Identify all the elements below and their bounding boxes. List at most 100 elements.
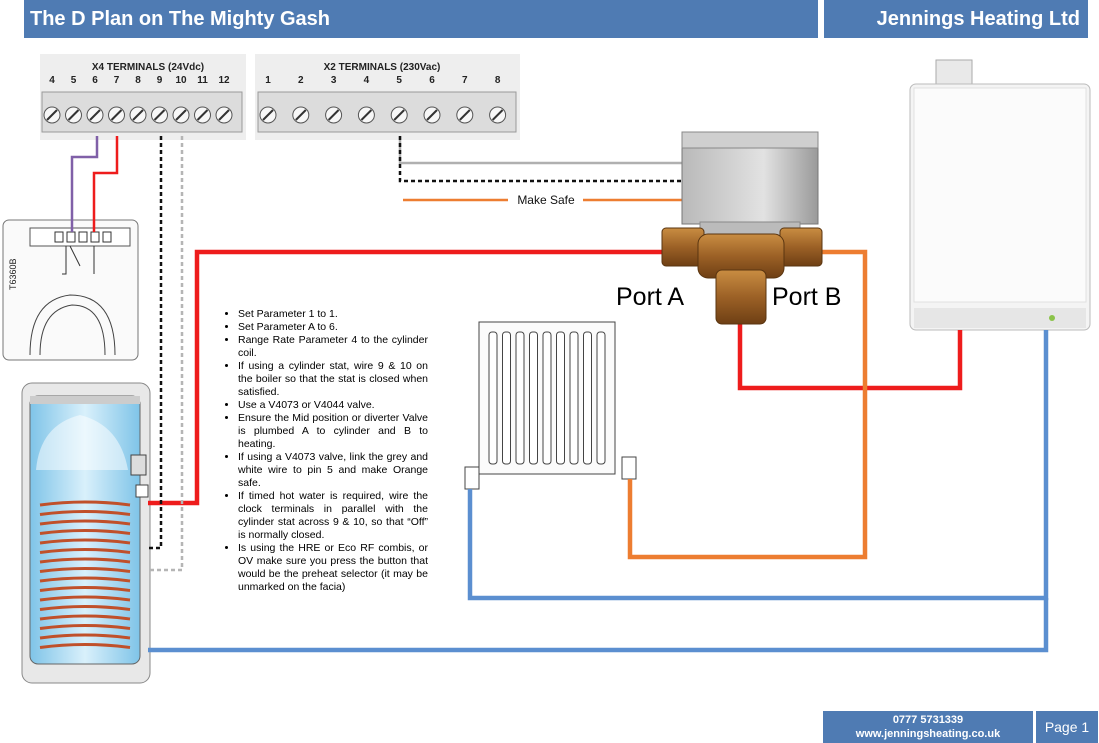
pipework (148, 249, 1049, 653)
coil-turn (39, 557, 131, 564)
note-item: Use a V4073 or V4044 valve. (238, 399, 428, 412)
coil-turn (39, 643, 131, 649)
radiator-fin (515, 331, 525, 465)
port-a-label: Port A (616, 283, 684, 311)
wiring (70, 136, 690, 572)
radiator (464, 321, 637, 490)
notes-list: Set Parameter 1 to 1.Set Parameter A to … (216, 308, 428, 594)
radiator-fin (529, 331, 538, 465)
radiator-fin (542, 331, 552, 465)
terminal-number: 8 (495, 75, 501, 86)
stat-model-label: T6360B (8, 258, 18, 290)
terminal-number: 7 (114, 75, 120, 86)
x4-terminal-block: X4 TERMINALS (24Vdc) 4 5 6 7 8 9 10 11 12 (40, 54, 246, 140)
red-stat-wire (92, 136, 119, 232)
radiator-fin (502, 331, 511, 465)
coil-turn (39, 614, 131, 621)
terminal-number: 2 (298, 75, 304, 86)
terminal-number: 1 (265, 75, 271, 86)
x4-terminal-screws (43, 106, 233, 124)
black-dashed-stat-wire (148, 136, 163, 550)
coil-turn (39, 567, 131, 573)
radiator-fin (583, 331, 592, 465)
terminal-number: 10 (175, 75, 187, 86)
terminal-number: 4 (49, 75, 55, 86)
coil-turn (39, 529, 131, 535)
note-item: Range Rate Parameter 4 to the cylinder c… (238, 334, 428, 360)
terminal-screw (292, 106, 310, 124)
x2-terminal-title: X2 TERMINALS (230Vac) (324, 62, 441, 73)
radiator-fin (596, 331, 606, 465)
terminal-screw (357, 106, 375, 124)
terminal-screw (172, 106, 190, 124)
hot-water-cylinder (21, 382, 151, 684)
coil-turn (39, 605, 131, 611)
x2-terminal-screws (259, 106, 507, 124)
grey-valve-wire (398, 136, 690, 165)
purple-stat-wire (70, 136, 99, 232)
coil-turn (39, 500, 131, 507)
terminal-number: 9 (157, 75, 163, 86)
terminal-screw (259, 106, 277, 124)
coil-turn (39, 576, 131, 583)
make-safe-label: Make Safe (517, 193, 575, 207)
terminal-screw (43, 106, 61, 124)
terminal-number: 5 (71, 75, 77, 86)
coil-turn (39, 538, 131, 545)
terminal-number: 5 (396, 75, 402, 86)
terminal-screw (489, 106, 507, 124)
motorised-valve (661, 131, 823, 325)
coil-turn (39, 586, 131, 592)
x4-terminal-numbers: 4 5 6 7 8 9 10 11 12 (49, 75, 230, 86)
note-item: Set Parameter A to 6. (238, 321, 428, 334)
terminal-screw (151, 106, 168, 124)
terminal-number: 8 (135, 75, 141, 86)
boiler (909, 59, 1091, 331)
terminal-number: 6 (92, 75, 98, 86)
coil-turn (39, 595, 131, 602)
coil-turn (39, 624, 131, 630)
boiler-flow-pipe (737, 315, 963, 391)
coil-turn (39, 510, 131, 516)
terminal-screw (456, 106, 474, 124)
terminal-screw (423, 106, 441, 124)
coil-turn (39, 633, 131, 640)
company-name: Jennings Heating Ltd (824, 0, 1088, 38)
terminal-number: 6 (429, 75, 435, 86)
terminal-screw (129, 106, 147, 124)
x4-terminal-title: X4 TERMINALS (24Vdc) (92, 62, 204, 73)
radiator-return-pipe (467, 330, 1049, 601)
grey-dashed-stat-wire (148, 136, 184, 572)
black-dashed-valve-wire (398, 136, 690, 183)
installation-notes: Set Parameter 1 to 1.Set Parameter A to … (216, 308, 428, 594)
coil-turn (39, 548, 131, 554)
terminal-number: 11 (197, 75, 208, 86)
radiator-fin (556, 331, 565, 465)
radiator-fins (488, 331, 606, 465)
footer-website[interactable]: www.jenningsheating.co.uk (855, 728, 1001, 740)
page-number: Page 1 (1036, 711, 1098, 743)
radiator-fin (488, 331, 498, 465)
cylinder-coil (39, 500, 131, 649)
note-item: If using a cylinder stat, wire 9 & 10 on… (238, 360, 428, 399)
terminal-number: 3 (331, 75, 337, 86)
footer-phone: 0777 5731339 (892, 714, 964, 726)
note-item: Set Parameter 1 to 1. (238, 308, 428, 321)
note-item: Is using the HRE or Eco RF combis, or OV… (238, 542, 428, 594)
terminal-screw (65, 106, 82, 124)
coil-turn (39, 519, 131, 526)
terminal-screw (325, 106, 343, 124)
note-item: If timed hot water is required, wire the… (238, 490, 428, 542)
cylinder-stat: T6360B (2, 219, 139, 361)
page-title: The D Plan on The Mighty Gash (24, 0, 818, 38)
terminal-number: 12 (218, 75, 230, 86)
terminal-screw (108, 106, 125, 124)
terminal-screw (86, 106, 104, 124)
terminal-number: 4 (364, 75, 370, 86)
terminal-screw (390, 106, 408, 124)
terminal-screw (194, 106, 211, 124)
radiator-fin (569, 331, 579, 465)
